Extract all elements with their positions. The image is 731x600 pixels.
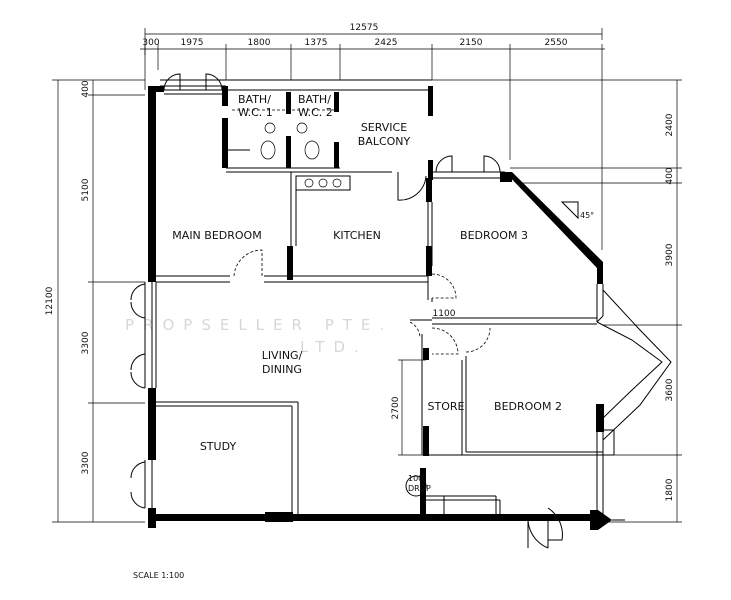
interior-door-swings — [233, 249, 491, 355]
bedroom3-balcony-door — [432, 155, 505, 173]
left-windows — [130, 282, 157, 509]
drop-circle — [405, 475, 427, 497]
dim-top-1: 300 — [142, 38, 159, 48]
bath-fixtures — [228, 109, 334, 160]
bath2-label-line2: W.C. 2 — [298, 106, 333, 119]
kitchen-label: KITCHEN — [333, 229, 381, 242]
dim-top-4: 1375 — [305, 38, 328, 48]
dim-right-3: 3900 — [665, 243, 675, 266]
dim-2700: 2700 — [391, 396, 401, 419]
dim-top-2: 1975 — [181, 38, 204, 48]
living-dining-label-line1: LIVING/ — [262, 349, 303, 362]
scale-label: SCALE 1:100 — [133, 571, 184, 580]
drop-size-label: 100 — [408, 474, 423, 483]
left-dimensions — [52, 79, 145, 523]
dim-overall-width: 12575 — [350, 23, 379, 33]
living-dining-label-line2: DINING — [262, 363, 302, 376]
service-balcony-door — [397, 172, 427, 201]
dim-top-6: 2150 — [460, 38, 483, 48]
dim-left-1: 400 — [81, 80, 91, 97]
drop-label: DROP — [408, 484, 431, 493]
main-bedroom-balcony-door — [163, 73, 223, 95]
dim-left-3: 3300 — [81, 331, 91, 354]
right-dimensions — [432, 79, 682, 523]
top-dimensions — [140, 28, 605, 250]
store-label: STORE — [428, 400, 465, 413]
bath1-label-line2: W.C. 1 — [238, 106, 273, 119]
bedroom3-label: BEDROOM 3 — [460, 229, 528, 242]
dim-right-5: 1800 — [665, 478, 675, 501]
angle-marker — [560, 201, 579, 220]
main-entrance-door — [527, 507, 563, 549]
dim-left-4: 3300 — [81, 451, 91, 474]
dim-right-4: 3600 — [665, 378, 675, 401]
bath2-label-line1: BATH/ — [298, 93, 331, 106]
angle-label: 45° — [580, 211, 594, 220]
bedroom2-label: BEDROOM 2 — [494, 400, 562, 413]
watermark-line2: LTD. — [300, 338, 368, 356]
dim-right-1: 2400 — [665, 113, 675, 136]
walls — [148, 79, 672, 530]
dim-right-2: 400 — [665, 167, 675, 184]
watermark-line1: PROPSELLER PTE. — [125, 316, 393, 334]
store-dimension — [398, 359, 426, 456]
bath1-label-line1: BATH/ — [238, 93, 271, 106]
dim-top-3: 1800 — [248, 38, 271, 48]
dim-1100: 1100 — [433, 309, 456, 319]
service-balcony-label-line1: SERVICE — [361, 121, 407, 134]
kitchen-sink — [295, 175, 351, 191]
service-balcony-label-line2: BALCONY — [358, 135, 411, 148]
main-bedroom-label: MAIN BEDROOM — [172, 229, 261, 242]
study-label: STUDY — [200, 440, 237, 453]
dim-top-5: 2425 — [375, 38, 398, 48]
dim-top-7: 2550 — [545, 38, 568, 48]
dim-left-2: 5100 — [81, 178, 91, 201]
dim-overall-height: 12100 — [45, 286, 55, 315]
